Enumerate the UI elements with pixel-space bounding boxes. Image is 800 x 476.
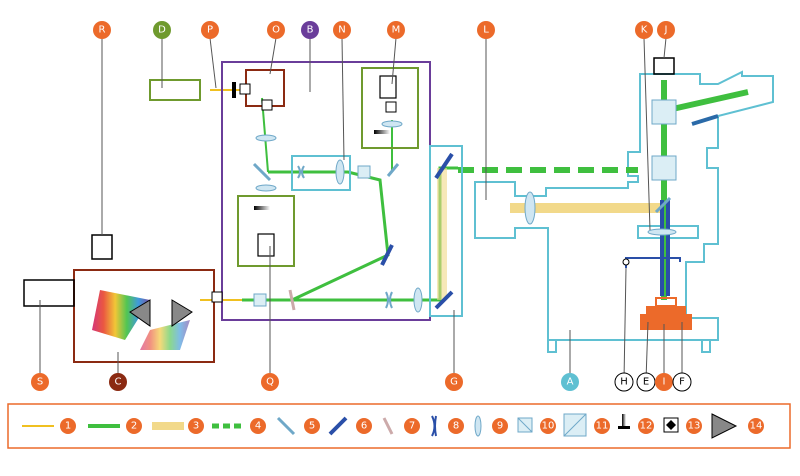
svg-text:8: 8 bbox=[453, 421, 459, 432]
callout-C: C bbox=[109, 373, 127, 391]
svg-text:J: J bbox=[664, 25, 668, 36]
svg-text:K: K bbox=[641, 25, 648, 36]
callout-G: G bbox=[445, 373, 463, 391]
svg-text:9: 9 bbox=[497, 421, 503, 432]
svg-text:1: 1 bbox=[65, 421, 71, 432]
svg-text:2: 2 bbox=[131, 421, 137, 432]
legend-item-3: 3 bbox=[152, 418, 204, 434]
callout-J: J bbox=[657, 21, 675, 39]
legend-item-5: 5 bbox=[276, 416, 320, 436]
callout-P: P bbox=[201, 21, 219, 39]
leader-lines bbox=[39, 37, 683, 381]
svg-text:C: C bbox=[115, 377, 122, 388]
callout-S: S bbox=[31, 373, 49, 391]
svg-text:R: R bbox=[99, 25, 106, 36]
svg-text:7: 7 bbox=[409, 421, 415, 432]
callout-K: K bbox=[635, 21, 653, 39]
legend: 1 2 3 4 5 6 7 8 bbox=[7, 403, 791, 449]
legend-item-13: 13 bbox=[663, 417, 702, 434]
legend-item-1: 1 bbox=[22, 418, 76, 434]
svg-text:3: 3 bbox=[193, 421, 199, 432]
svg-text:6: 6 bbox=[361, 421, 367, 432]
callout-H: H bbox=[614, 372, 634, 392]
legend-item-2: 2 bbox=[88, 418, 142, 434]
callout-R: R bbox=[93, 21, 111, 39]
legend-item-11: 11 bbox=[563, 413, 610, 437]
legend-item-14: 14 bbox=[711, 413, 764, 439]
callout-D: D bbox=[153, 21, 171, 39]
callout-F: F bbox=[672, 372, 692, 392]
prism-icon bbox=[711, 413, 738, 439]
optics bbox=[129, 82, 719, 327]
callout-A: A bbox=[561, 373, 579, 391]
svg-text:A: A bbox=[567, 377, 574, 388]
svg-text:Q: Q bbox=[266, 377, 274, 388]
svg-text:4: 4 bbox=[255, 421, 261, 432]
callouts: R D P O B N M L K J S C Q G A H E I F bbox=[31, 21, 692, 392]
callout-I: I bbox=[655, 373, 673, 391]
svg-text:S: S bbox=[37, 377, 43, 388]
callout-E: E bbox=[636, 372, 656, 392]
svg-text:13: 13 bbox=[688, 421, 701, 432]
callout-M: M bbox=[387, 21, 405, 39]
legend-item-9: 9 bbox=[474, 415, 508, 437]
svg-text:12: 12 bbox=[640, 421, 653, 432]
legend-item-6: 6 bbox=[328, 416, 372, 436]
svg-text:11: 11 bbox=[596, 421, 609, 432]
svg-text:D: D bbox=[158, 25, 166, 36]
svg-text:B: B bbox=[307, 25, 314, 36]
legend-item-8: 8 bbox=[431, 415, 464, 437]
mirror-dark-icon bbox=[328, 416, 348, 436]
svg-text:N: N bbox=[338, 25, 345, 36]
legend-item-7: 7 bbox=[382, 417, 420, 435]
svg-text:E: E bbox=[643, 377, 649, 388]
svg-text:H: H bbox=[620, 377, 628, 388]
shutter-icon bbox=[622, 414, 626, 426]
svg-text:F: F bbox=[679, 377, 685, 388]
svg-text:L: L bbox=[483, 25, 489, 36]
callout-Q: Q bbox=[261, 373, 279, 391]
svg-text:5: 5 bbox=[309, 421, 315, 432]
component-boxes bbox=[23, 57, 692, 363]
svg-text:10: 10 bbox=[542, 421, 555, 432]
svg-text:O: O bbox=[272, 25, 280, 36]
callout-B: B bbox=[301, 21, 319, 39]
svg-text:I: I bbox=[663, 377, 666, 388]
svg-text:P: P bbox=[207, 25, 213, 36]
convex-lens-icon bbox=[474, 415, 482, 437]
legend-item-12: 12 bbox=[618, 414, 654, 434]
mirror-light-icon bbox=[276, 416, 296, 436]
callout-L: L bbox=[477, 21, 495, 39]
callout-O: O bbox=[267, 21, 285, 39]
svg-text:M: M bbox=[392, 25, 401, 36]
svg-text:G: G bbox=[450, 377, 458, 388]
legend-item-4: 4 bbox=[212, 418, 266, 434]
beam-splitter-plate-icon bbox=[382, 417, 394, 435]
svg-text:14: 14 bbox=[750, 421, 763, 432]
callout-N: N bbox=[333, 21, 351, 39]
legend-item-10: 10 bbox=[517, 417, 556, 434]
concave-lens-icon bbox=[431, 415, 437, 437]
